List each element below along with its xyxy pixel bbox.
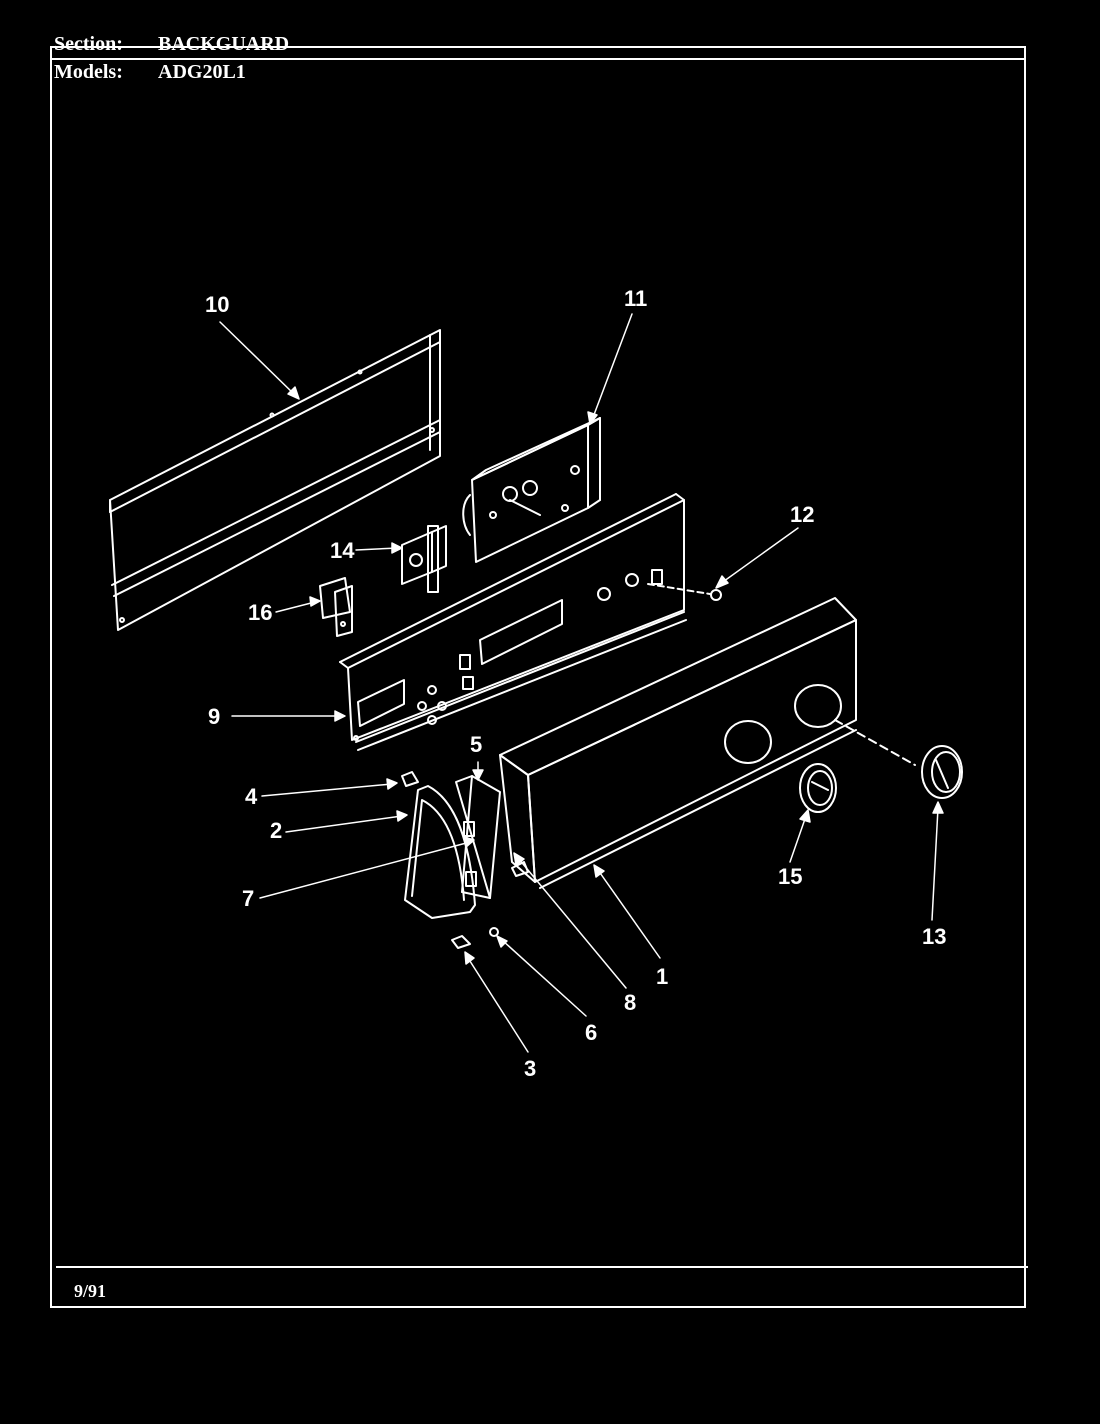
callout-10: 10 [205,292,229,317]
callout-12: 12 [790,502,814,527]
part-16-relay [319,577,353,637]
models-value: ADG20L1 [158,61,246,83]
callout-5: 5 [470,732,482,757]
part-3-clip [451,935,471,949]
part-1-front-trim [499,597,916,889]
part-8-screw [511,861,529,877]
callout-numbers: 10 11 12 14 16 9 5 4 2 7 15 13 1 8 6 3 [205,286,946,1081]
part-4-clip [401,771,419,787]
callout-15: 15 [778,864,802,889]
header-rule [50,58,1026,60]
part-12-screw [647,583,722,601]
callout-9: 9 [208,704,220,729]
part-14-switch [401,525,447,593]
part-11-clock-module [462,417,601,563]
models-label: Models: [54,61,123,83]
part-13-knob [921,745,963,799]
callout-4: 4 [245,784,258,809]
part-2-end-cap [404,785,477,919]
callout-2: 2 [270,818,282,843]
callout-1: 1 [656,964,668,989]
part-9-control-panel [339,493,687,751]
section-value: BACKGUARD [158,33,290,55]
callout-leaders [219,313,944,1053]
callout-14: 14 [330,538,355,563]
callout-7: 7 [242,886,254,911]
part-6-screw [489,927,499,937]
callout-6: 6 [585,1020,597,1045]
callout-8: 8 [624,990,636,1015]
part-5-end-strip [455,775,501,899]
callout-16: 16 [248,600,272,625]
page-frame [50,46,1026,1308]
footer-date: 9/91 [74,1281,107,1301]
part-15-knob [799,763,837,813]
callout-13: 13 [922,924,946,949]
part-10-rear-panel [109,329,441,631]
callout-11: 11 [624,286,647,311]
callout-3: 3 [524,1056,536,1081]
footer-rule [56,1266,1028,1268]
section-label: Section: [54,33,123,55]
